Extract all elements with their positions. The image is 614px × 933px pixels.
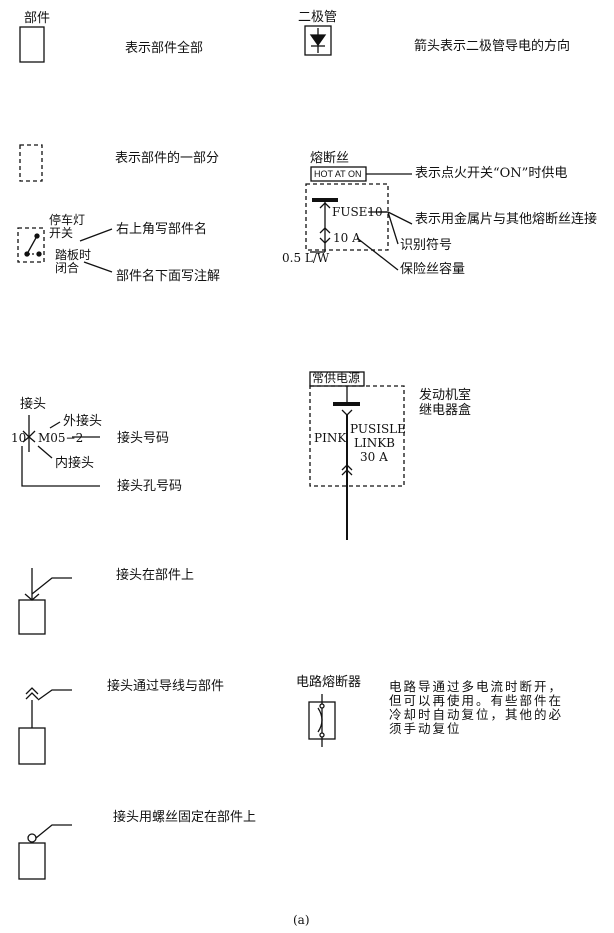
- screw-connector-symbol: [18, 824, 72, 880]
- fusible-line3: 30 A: [360, 450, 388, 464]
- fuse-id-desc: 识别符号: [400, 238, 453, 253]
- connector-code-desc: 接头号码: [117, 431, 170, 446]
- wire-label: 0.5 L/W: [282, 251, 330, 265]
- switch-note-line2: 闭合: [55, 261, 80, 275]
- fuse-capacity: 10 A: [333, 231, 361, 245]
- connector-outer: 外接头: [63, 414, 103, 429]
- switch-name-line2: 开关: [49, 226, 74, 240]
- connector-on-component-symbol: [18, 568, 72, 635]
- pink-label: PINK: [314, 431, 347, 445]
- on-component-desc: 接头在部件上: [116, 568, 195, 583]
- fuse-hot-label: HOT AT ON: [314, 169, 362, 179]
- component-desc: 表示部件全部: [125, 41, 204, 56]
- fusible-line1: PUSISLE: [350, 422, 406, 436]
- power-label: 常供电源: [312, 371, 361, 385]
- breaker-desc: 电路导通过多电流时断开，但可以再使用。有些部件在冷却时自动复位，其他的必须手动复…: [389, 679, 564, 736]
- fusible-link-symbol: [309, 371, 405, 540]
- connector-via-wire-symbol: [18, 687, 72, 765]
- fuse-capacity-desc: 保险丝容量: [400, 262, 466, 277]
- component-title: 部件: [24, 11, 51, 26]
- connector-code: M05−2: [38, 431, 84, 445]
- fuse-metal-desc: 表示用金属片与其他熔断丝连接: [415, 212, 598, 227]
- fuse-title: 熔断丝: [310, 151, 350, 166]
- fuse-id: FUSE10: [332, 205, 383, 219]
- fuse-hot-desc: 表示点火开关“ON”时供电: [415, 166, 568, 181]
- switch-name-line1: 停车灯: [49, 213, 86, 227]
- diode-title: 二极管: [298, 10, 338, 25]
- switch-note-desc: 部件名下面写注解: [116, 269, 221, 284]
- connector-pin: 10: [11, 431, 27, 445]
- circuit-breaker-symbol: [308, 694, 336, 747]
- engine-box-line1: 发动机室: [419, 388, 472, 403]
- component-partial-symbol: [19, 144, 43, 182]
- fusible-line2: LINKB: [354, 436, 395, 450]
- connector-symbol: [21, 415, 100, 487]
- connector-pin-desc: 接头孔号码: [117, 479, 183, 494]
- via-wire-desc: 接头通过导线与部件: [107, 679, 225, 694]
- screw-desc: 接头用螺丝固定在部件上: [113, 810, 257, 825]
- engine-box-line2: 继电器盒: [419, 403, 472, 418]
- component-full-symbol: [19, 26, 45, 63]
- breaker-title: 电路熔断器: [296, 675, 362, 690]
- partial-desc: 表示部件的一部分: [115, 151, 220, 166]
- diode-symbol: [304, 25, 332, 56]
- connector-title: 接头: [20, 397, 47, 412]
- figure-caption: (a): [293, 913, 310, 927]
- diode-desc: 箭头表示二极管导电的方向: [414, 39, 571, 54]
- fuse-symbol: [305, 166, 413, 271]
- switch-note-line1: 踏板时: [55, 248, 92, 262]
- switch-symbol: [17, 227, 45, 263]
- switch-name-desc: 右上角写部件名: [116, 222, 208, 237]
- connector-inner: 内接头: [55, 456, 95, 471]
